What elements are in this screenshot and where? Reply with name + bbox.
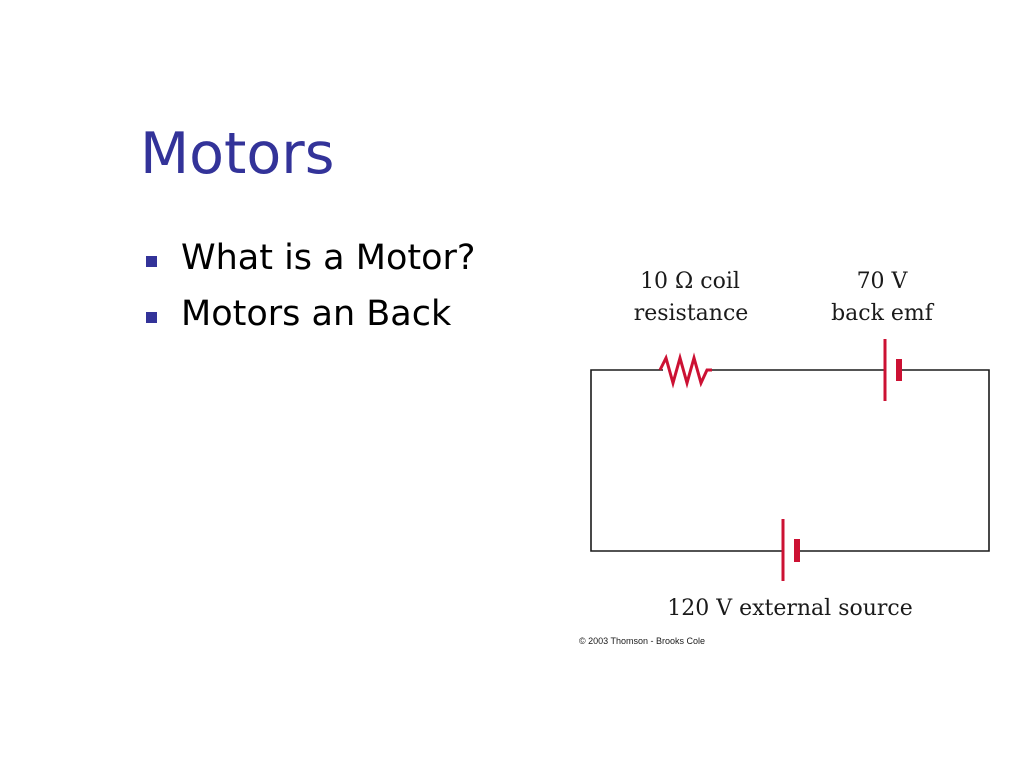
resistor-label-line1: 10 Ω coil (640, 269, 740, 294)
square-bullet-icon (146, 256, 157, 267)
external-source-battery-symbol (781, 519, 800, 581)
bullet-list: What is a Motor? Motors an Back (140, 233, 475, 345)
circuit-wires (590, 369, 990, 552)
emf-label-line2: back emf (831, 301, 935, 326)
bullet-text: Motors an Back (181, 294, 452, 334)
copyright-notice: © 2003 Thomson - Brooks Cole (579, 636, 705, 646)
back-emf-battery-symbol (883, 339, 902, 401)
circuit-diagram: 10 Ω coil resistance 70 V back emf 120 V… (579, 269, 990, 646)
bullet-item: Motors an Back (140, 289, 475, 345)
emf-label-line1: 70 V (857, 269, 909, 294)
bullet-item: What is a Motor? (140, 233, 475, 289)
slide-title: Motors (140, 121, 335, 187)
wire-left (590, 369, 782, 552)
resistor-symbol (658, 352, 712, 389)
bullet-text: What is a Motor? (181, 238, 476, 278)
source-label: 120 V external source (667, 596, 913, 621)
wire-right (800, 369, 990, 552)
resistor-label-line2: resistance (634, 301, 749, 326)
square-bullet-icon (146, 312, 157, 323)
